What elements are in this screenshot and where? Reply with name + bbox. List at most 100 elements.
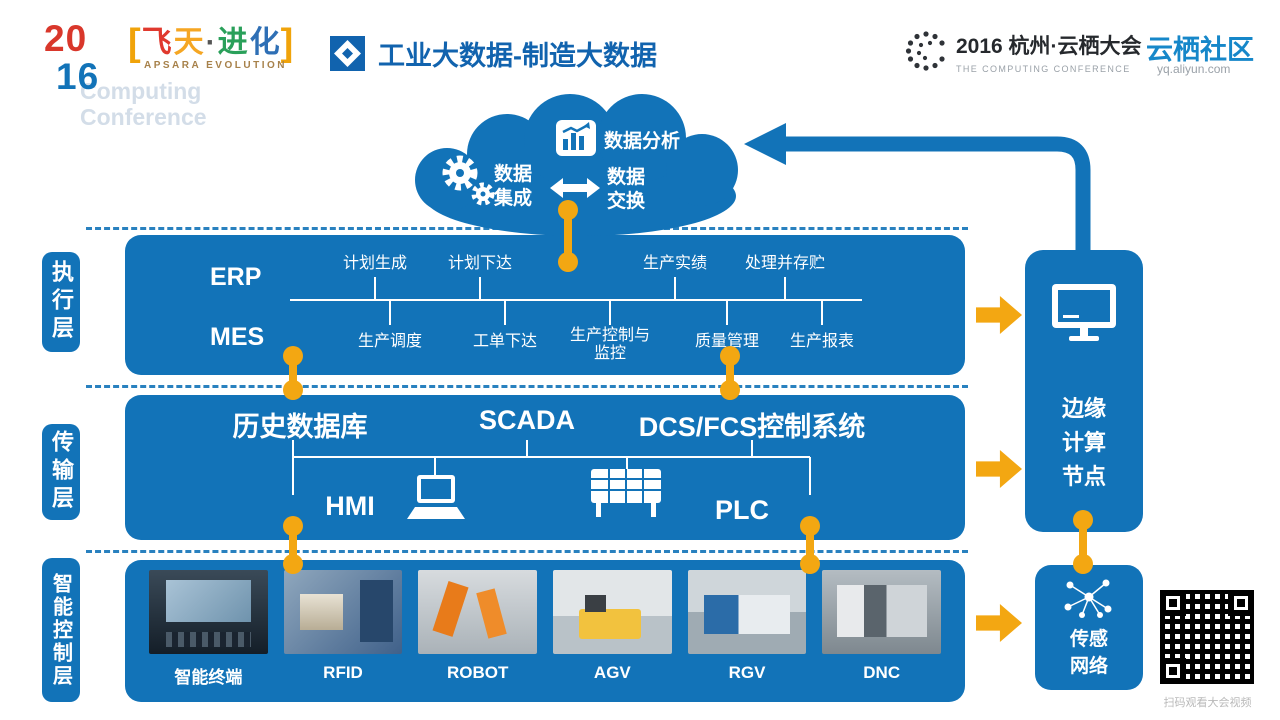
edge-compute-node-panel: 边缘计算节点 [1025,250,1143,532]
community-brand: 云栖社区 [1146,35,1254,65]
connector-bar [289,524,297,566]
timeline-item: 生产报表 [789,333,855,350]
connector-edge-sensor [1072,510,1094,574]
timeline-item: 生产实绩 [642,255,708,272]
control-layer-panel: 智能终端 RFID ROBOT AGV [125,560,965,702]
analysis-chart-icon [556,120,596,156]
timeline-item: 生产调度 [357,333,423,350]
photo-detail [579,608,641,639]
cloud-label-exchange: 数据交换 [607,167,646,212]
diamond-inner-blue [342,48,353,59]
device-cell: RFID [283,570,403,702]
community-url: yq.aliyun.com [1157,62,1231,76]
execution-layer-panel: ERP MES 计划生成 计划下达 生产实绩 处理并存贮 生产调度 工单下达 生… [125,235,965,375]
conference-name: 2016 杭州·云栖大会 [956,35,1142,58]
photo-detail [300,593,343,631]
device-cell: RGV [687,570,807,702]
sensor-network-panel: 传感网络 [1035,565,1143,690]
connector-execution-transport [719,346,741,400]
qr-code [1160,590,1254,684]
connector-bar [806,524,814,566]
device-photo-agv [553,570,672,654]
apsara-bracket-left: [ [128,22,141,64]
layer-separator-dashed [86,385,968,388]
transport-item-hmi: HMI [325,491,375,521]
transport-item-dcs-fcs: DCS/FCS控制系统 [638,412,866,442]
apsara-char: 天 [173,26,204,59]
laptop-icon [407,475,465,519]
photo-detail [165,632,252,648]
exchange-arrows-icon [550,178,600,198]
page-title: 工业大数据-制造大数据 [378,34,657,73]
timeline-item: 计划生成 [342,255,408,272]
apsara-char: · [205,26,216,60]
cloud-shape [415,94,738,236]
logo-year-20: 20 [44,18,88,59]
diamond-logo-icon [330,36,365,71]
apsara-char: 化 [249,26,280,59]
layer-separator-dashed [86,227,968,230]
device-cell: ROBOT [418,570,538,702]
transport-layer-panel: 历史数据库 SCADA DCS/FCS控制系统 HMI PLC [125,395,965,540]
device-cell: 智能终端 [149,570,268,702]
connector-bar [726,354,734,392]
device-photo-dnc [822,570,942,654]
apsara-char: 飞 [141,26,172,59]
flow-arrow-execution [976,296,1022,334]
connector-execution-transport [282,346,304,400]
control-table-icon [591,469,661,517]
device-photo-robot [418,570,538,654]
cloud-label-integration: 数据集成 [494,164,533,209]
ghost-line-1: Computing [80,78,202,104]
timeline-item: 质量管理 [694,333,760,350]
connector-transport-control [799,516,821,574]
device-photo-smart-terminal [149,570,268,654]
sidebar-label-execution-layer: 执行层 [42,252,80,352]
conference-subtitle: THE COMPUTING CONFERENCE [956,64,1131,74]
cloud-label-analysis: 数据分析 [604,131,681,152]
page-title-sub: -制造大数据 [513,41,657,71]
timeline-item: 生产控制与监控 [569,327,650,363]
transport-item-plc: PLC [715,495,769,525]
qr-finder-pattern [1160,590,1186,616]
photo-detail [432,581,469,638]
device-label: DNC [863,663,901,682]
device-label: AGV [593,663,631,682]
system-mes: MES [210,323,265,351]
execution-timeline-lines [290,277,862,325]
photo-detail [585,595,607,612]
apsara-bracket-right: ] [280,22,294,64]
conference-title-block: 2016 杭州·云栖大会 THE COMPUTING CONFERENCE [956,30,1142,74]
connector-bar [1079,518,1087,566]
apsara-char: 进 [217,26,248,59]
device-photo-rgv [687,570,807,654]
photo-detail [836,585,927,638]
flow-arrow-control [976,604,1022,642]
photo-detail [704,595,790,634]
transport-connection-lines [292,440,811,495]
page-title-main: 工业大数据 [378,41,513,71]
photo-detail [165,580,252,623]
sidebar-label-control-layer: 智能控制层 [42,558,80,702]
device-cell: DNC [822,570,942,702]
slide-title-group: 工业大数据-制造大数据 [330,34,657,73]
sensor-network-label: 传感网络 [1069,629,1108,677]
flow-arrow-transport [976,450,1022,488]
edge-compute-node-label: 边缘计算节点 [1061,396,1106,490]
apsara-evolution-logo: [ 飞 天 · 进 化 ] APSARA EVOLUTION [128,24,293,71]
network-icon [1064,579,1112,618]
ghost-line-2: Conference [80,104,207,130]
layer-separator-dashed [86,550,968,553]
timeline-item: 处理并存贮 [744,255,826,272]
qr-finder-pattern [1160,658,1186,684]
connector-transport-control [282,516,304,574]
sidebar-label-transport-layer: 传输层 [42,424,80,520]
transport-item-historian: 历史数据库 [232,412,368,442]
gears-icon [442,155,495,206]
connector-bar [289,354,297,392]
device-label: RGV [728,663,766,682]
qr-finder-pattern [1228,590,1254,616]
transport-item-scada: SCADA [478,405,576,435]
timeline-item: 计划下达 [447,255,513,272]
